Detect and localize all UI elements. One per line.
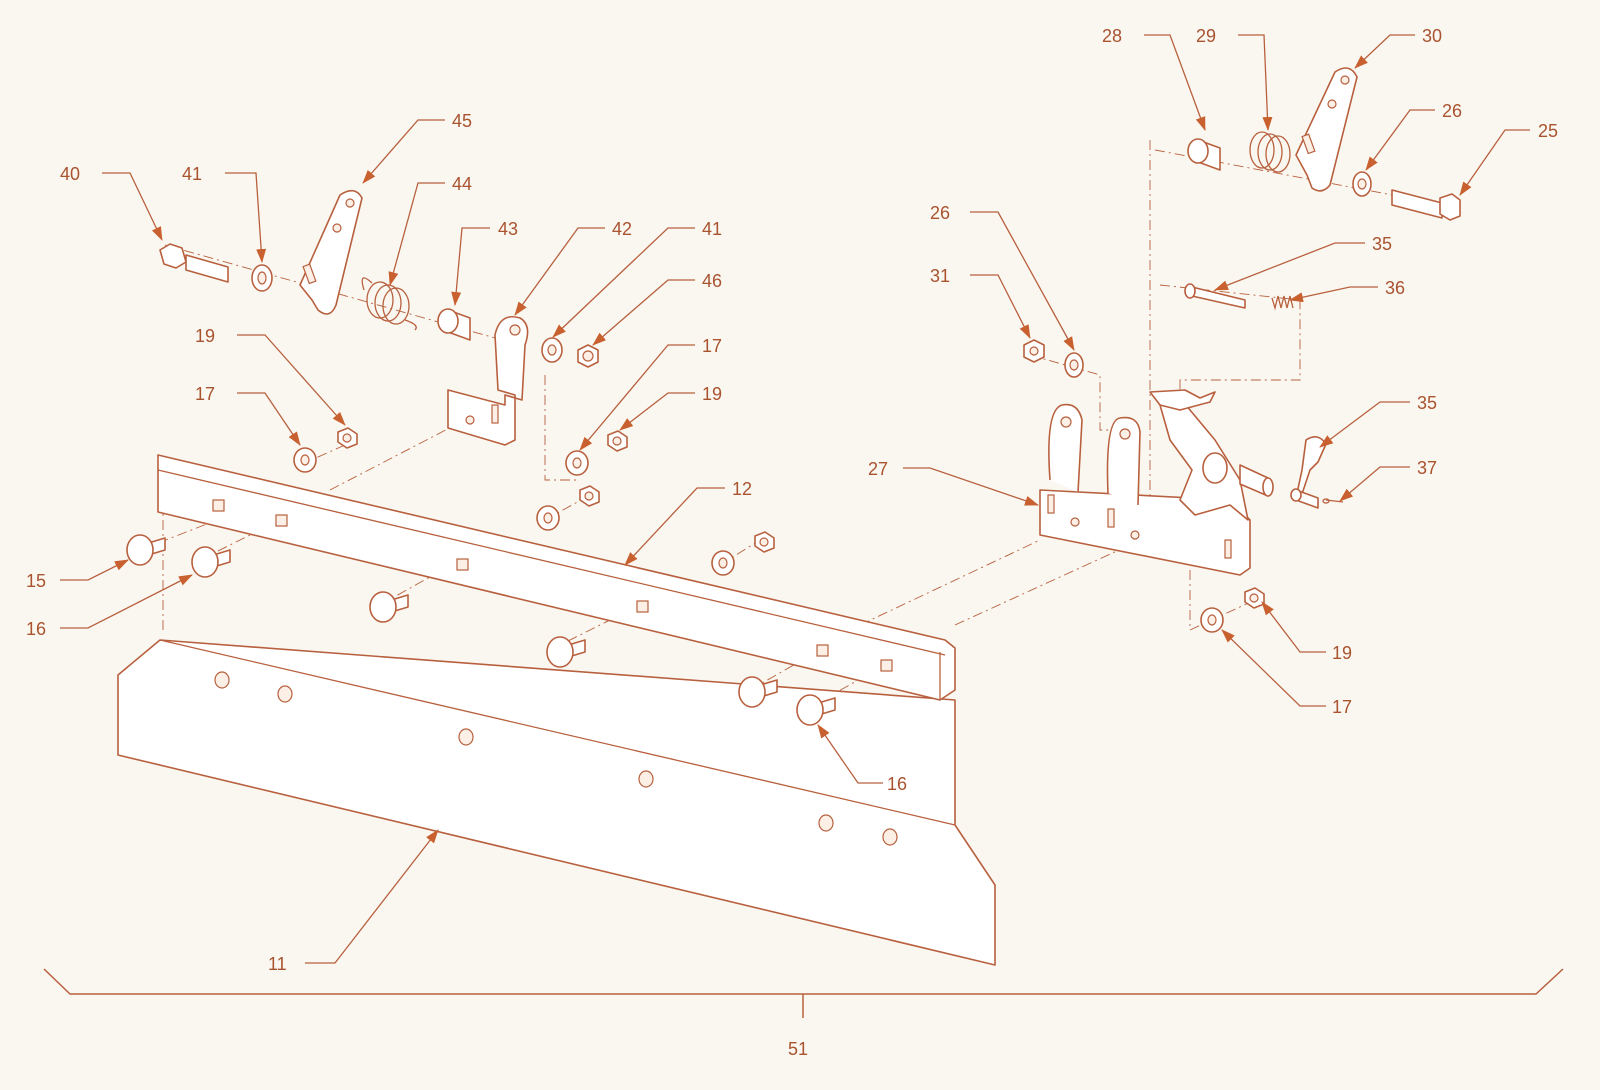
callout-27: 27 — [868, 459, 888, 479]
hinge-bracket — [447, 316, 529, 446]
latch-pin — [1184, 283, 1246, 309]
callout-45: 45 — [452, 111, 472, 131]
carriage-bolt — [126, 534, 166, 566]
callout-26: 26 — [930, 203, 950, 223]
flat-washer — [293, 447, 317, 473]
assembly-bracket — [43, 968, 1564, 1018]
callout-41: 41 — [702, 219, 722, 239]
callout-31: 31 — [930, 266, 950, 286]
flat-washer — [565, 450, 589, 476]
callout-35: 35 — [1417, 393, 1437, 413]
carriage-bolts — [126, 534, 836, 726]
left-hinge-assembly — [159, 189, 599, 446]
callout-36: 36 — [1385, 278, 1405, 298]
callout-11: 11 — [268, 954, 287, 974]
spacer-bushing — [437, 308, 471, 341]
hex-nut — [337, 427, 358, 449]
callout-12: 12 — [732, 479, 752, 499]
hex-nut — [607, 430, 628, 452]
pivot-arm — [1295, 67, 1358, 192]
hex-nut — [754, 531, 775, 553]
carriage-bolt — [546, 636, 586, 668]
pivot-arm — [299, 189, 363, 315]
callout-16: 16 — [26, 619, 46, 639]
flat-washer — [711, 550, 735, 576]
callout-40: 40 — [60, 164, 80, 184]
callout-25: 25 — [1538, 121, 1558, 141]
spacer-bushing — [1187, 138, 1221, 171]
callout-16: 16 — [887, 774, 907, 794]
hex-bolt — [1391, 189, 1461, 221]
callout-28: 28 — [1102, 26, 1122, 46]
washers-and-nuts — [293, 427, 1265, 633]
hex-nut — [579, 485, 600, 507]
carriage-bolt — [738, 676, 778, 708]
callout-42: 42 — [612, 219, 632, 239]
callout-43: 43 — [498, 219, 518, 239]
hex-bolt — [159, 243, 229, 283]
callout-17: 17 — [702, 336, 722, 356]
flat-washer — [1200, 607, 1224, 633]
callout-37: 37 — [1417, 458, 1437, 478]
hex-nut — [1023, 339, 1045, 363]
cutting-blade — [117, 639, 996, 966]
flat-washer — [536, 505, 560, 531]
torsion-spring — [1249, 131, 1291, 173]
lock-washer — [1064, 352, 1084, 378]
callout-17: 17 — [195, 384, 215, 404]
callout-41: 41 — [182, 164, 202, 184]
flat-washer — [541, 337, 563, 363]
leader-lines — [60, 34, 1530, 964]
quick-release-pin — [1290, 436, 1327, 509]
callout-30: 30 — [1422, 26, 1442, 46]
callout-15: 15 — [26, 571, 46, 591]
callout-26: 26 — [1442, 101, 1462, 121]
callout-19: 19 — [195, 326, 215, 346]
callout-29: 29 — [1196, 26, 1216, 46]
callout-labels: 40 41 45 44 43 42 41 46 19 17 17 19 12 1… — [26, 26, 1558, 1059]
lock-nut — [577, 344, 599, 368]
carriage-bolt — [796, 694, 836, 726]
callout-19: 19 — [702, 384, 722, 404]
lock-washer — [1352, 171, 1372, 197]
hex-nut — [1244, 587, 1265, 609]
lock-washer — [251, 264, 273, 292]
carriage-bolt — [369, 591, 409, 623]
callout-46: 46 — [702, 271, 722, 291]
carriage-bolt — [191, 546, 231, 578]
mounting-bar — [157, 454, 956, 701]
callout-51: 51 — [788, 1039, 808, 1059]
callout-19: 19 — [1332, 643, 1352, 663]
callout-35: 35 — [1372, 234, 1392, 254]
cotter-pin — [1322, 498, 1344, 504]
torsion-spring — [361, 277, 417, 331]
right-hinge-assembly — [1023, 67, 1461, 576]
callout-44: 44 — [452, 174, 472, 194]
hinge-mount-bracket — [1039, 389, 1274, 576]
callout-17: 17 — [1332, 697, 1352, 717]
